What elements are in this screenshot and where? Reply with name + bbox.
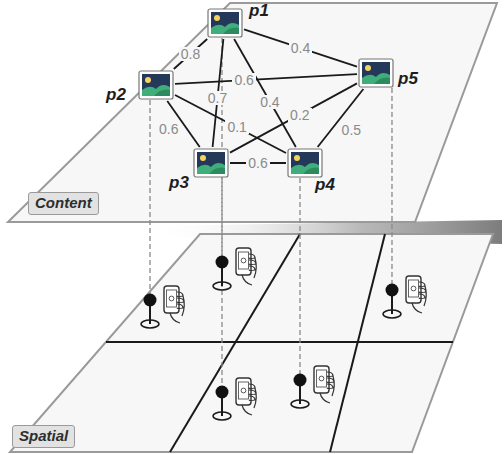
photo-label: p2: [106, 86, 126, 103]
edge-weight: 0.7: [206, 91, 229, 105]
photo-node: p5: [358, 58, 394, 88]
pin-and-phone: [213, 248, 256, 290]
edge-weight: 0.6: [246, 156, 269, 170]
edge-weight: 0.4: [258, 95, 281, 109]
photo-node: p3: [193, 148, 229, 178]
photo-label: p5: [398, 70, 418, 87]
photo-icon: [138, 70, 174, 100]
pin-and-phone: [213, 378, 256, 420]
photo-label: p4: [315, 176, 335, 193]
pin-and-phone: [291, 366, 334, 408]
content-plane: [8, 3, 497, 222]
projection-line: [299, 178, 300, 380]
layer-tag: Content: [28, 192, 99, 215]
photo-locations: [141, 248, 426, 420]
layer-name: Content: [35, 195, 92, 212]
photo-label: p3: [169, 174, 189, 191]
spatial-grid: [106, 234, 453, 452]
projection-lines: [150, 38, 392, 392]
projection-line: [221, 178, 222, 392]
edge-weight: 0.6: [232, 73, 255, 87]
photo-label: p1: [249, 2, 269, 19]
similarity-edge: [174, 39, 207, 69]
layer-name: Spatial: [19, 428, 68, 445]
edge-weight: 0.4: [289, 41, 312, 55]
similarity-edge: [318, 89, 364, 147]
photo-icon: [358, 58, 394, 88]
photo-icon: [287, 148, 323, 178]
photo-icon: [207, 8, 243, 38]
layer-tag: Spatial: [12, 425, 75, 448]
similarity-edge: [230, 83, 357, 152]
edge-weight: 0.6: [157, 122, 180, 136]
pin-and-phone: [141, 286, 184, 328]
edge-weight: 0.5: [340, 123, 363, 137]
photo-node: p1: [207, 8, 243, 38]
photo-node: p2: [138, 70, 174, 100]
similarity-edge: [175, 74, 357, 84]
photo-node: p4: [287, 148, 323, 178]
edge-weight: 0.2: [288, 108, 311, 122]
pin-and-phone: [383, 276, 426, 318]
similarity-edge: [175, 95, 286, 153]
edge-weight: 0.8: [179, 47, 202, 61]
projection-line: [391, 88, 392, 290]
photo-icon: [193, 148, 229, 178]
edge-weight: 0.1: [225, 120, 248, 134]
projection-line: [149, 100, 150, 300]
similarity-edge: [244, 29, 357, 66]
spatial-plane: [10, 234, 493, 452]
